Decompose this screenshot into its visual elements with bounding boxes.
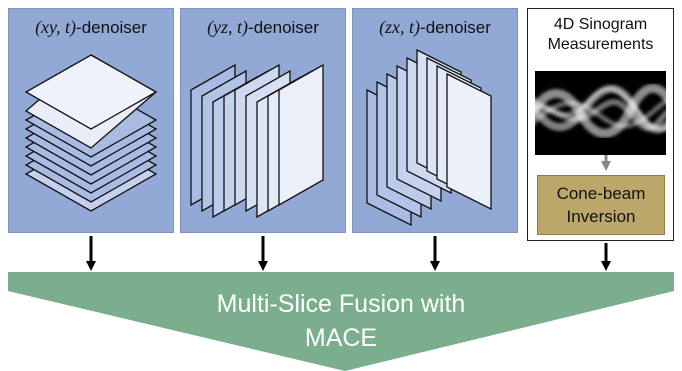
xy-denoiser-title: (xy, t)-denoiser <box>35 17 147 37</box>
fusion-title-line2: MACE <box>304 324 378 352</box>
sinogram-box: 4D Sinogram Measurements Cone-beam Inver… <box>527 8 674 241</box>
sinogram-title: 4D Sinogram Measurements <box>547 16 654 53</box>
yz-slice-stack <box>190 63 324 219</box>
sinogram-image <box>535 71 666 155</box>
cone-beam-inversion-box: Cone-beam Inversion <box>537 175 665 235</box>
xy-slice-stack <box>24 54 158 212</box>
fusion-title-line1: Multi-Slice Fusion with <box>216 290 466 318</box>
fusion-shape <box>8 272 674 371</box>
yz-denoiser-title: (yz, t)-denoiser <box>207 17 319 37</box>
zx-denoiser-title: (zx, t)-denoiser <box>379 17 491 37</box>
zx-slice-stack <box>366 48 492 227</box>
sinogram-waves <box>535 83 666 138</box>
